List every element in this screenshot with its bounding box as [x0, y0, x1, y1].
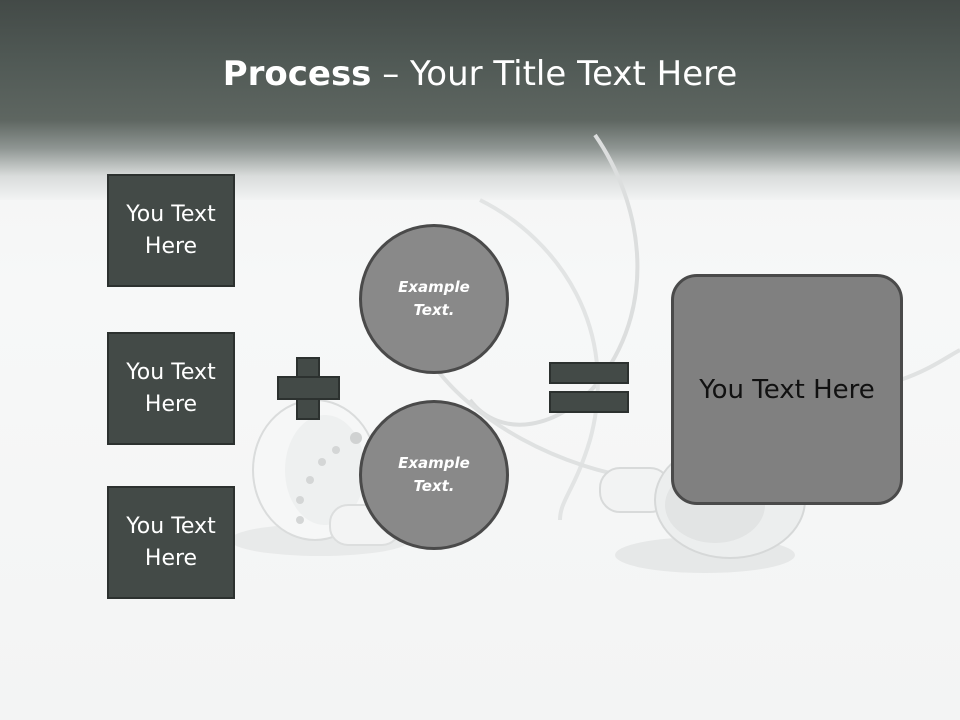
input-box-1: You Text Here [107, 174, 235, 287]
input-box-3-text: You Text Here [126, 513, 216, 571]
example-circle-1: Example Text. [359, 224, 509, 374]
input-box-1-text: You Text Here [126, 201, 216, 259]
title-rest: – Your Title Text Here [371, 54, 738, 94]
title-bold: Process [222, 54, 372, 94]
result-box-text: You Text Here [699, 374, 875, 405]
result-box: You Text Here [671, 274, 903, 505]
input-box-3: You Text Here [107, 486, 235, 599]
slide-title: Process – Your Title Text Here [0, 52, 960, 96]
title-banner [0, 0, 960, 200]
example-circle-2-text: Example Text. [398, 454, 470, 495]
input-box-2: You Text Here [107, 332, 235, 445]
input-box-2-text: You Text Here [126, 359, 216, 417]
example-circle-2: Example Text. [359, 400, 509, 550]
example-circle-1-text: Example Text. [398, 278, 470, 319]
